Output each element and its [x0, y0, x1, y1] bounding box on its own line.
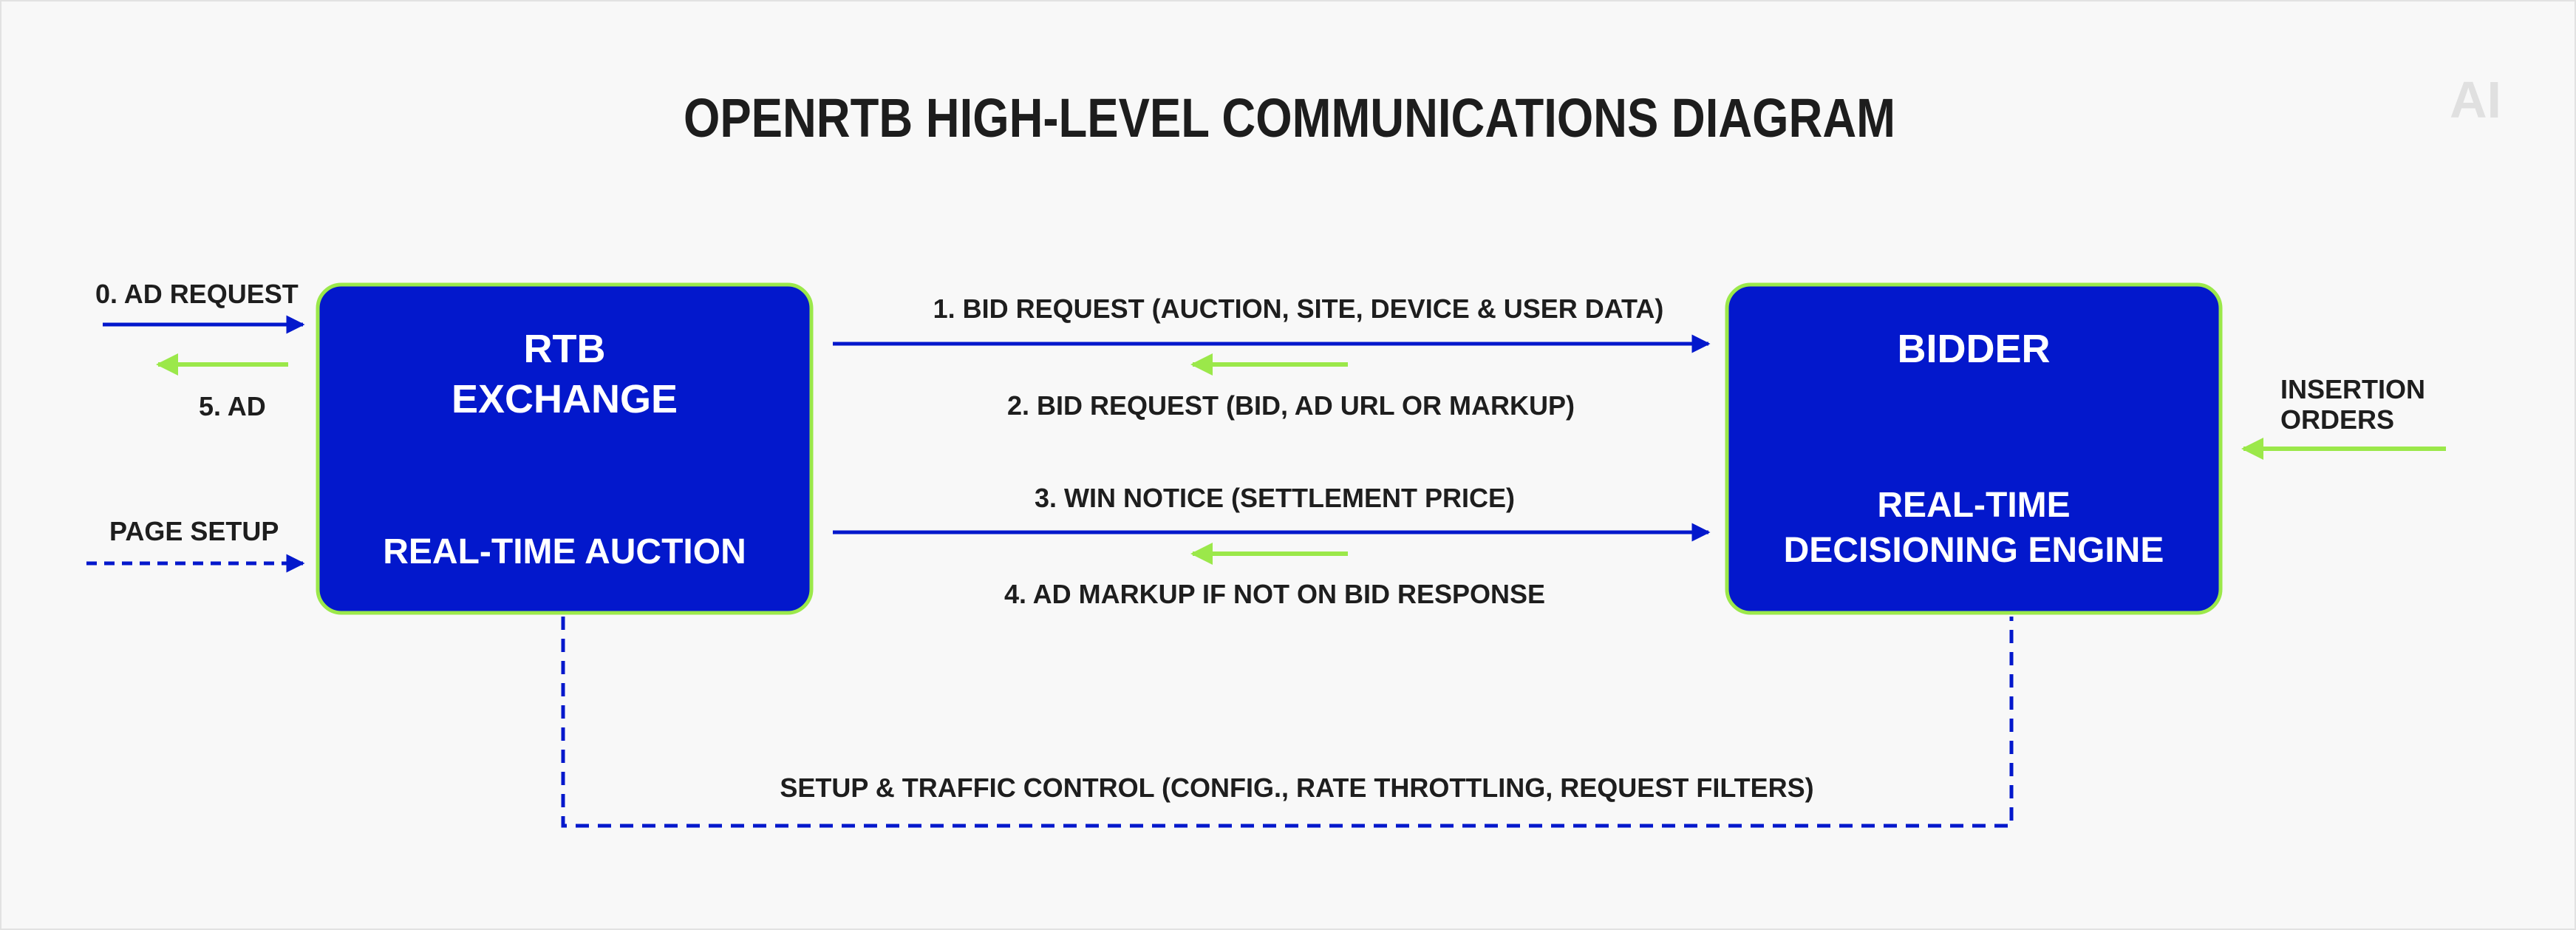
- page-setup-label: PAGE SETUP: [109, 516, 279, 546]
- bidder-subtitle-line2: DECISIONING ENGINE: [1784, 531, 2164, 570]
- exchange-subtitle: REAL-TIME AUCTION: [383, 532, 746, 571]
- setup-traffic-connector: [561, 617, 2014, 828]
- flow-step1-label: 1. BID REQUEST (AUCTION, SITE, DEVICE & …: [933, 293, 1664, 324]
- bidder-rect: [1725, 282, 2223, 615]
- logo-icon: AI: [2450, 71, 2501, 129]
- rtb-exchange-box: RTB EXCHANGE REAL-TIME AUCTION: [316, 282, 814, 615]
- page-title: OPENRTB HIGH-LEVEL COMMUNICATIONS DIAGRA…: [684, 87, 1895, 149]
- setup-traffic-label: SETUP & TRAFFIC CONTROL (CONFIG., RATE T…: [780, 773, 1813, 803]
- insertion-orders-line2: ORDERS: [2280, 404, 2394, 435]
- ad-label: 5. AD: [199, 391, 266, 421]
- insertion-orders-line1: INSERTION: [2280, 374, 2425, 404]
- flow-step2-label: 2. BID REQUEST (BID, AD URL OR MARKUP): [1007, 390, 1575, 421]
- bidder-subtitle-line1: REAL-TIME: [1877, 486, 2070, 525]
- flow-step3-label: 3. WIN NOTICE (SETTLEMENT PRICE): [1035, 483, 1515, 513]
- ad-request-label: 0. AD REQUEST: [95, 279, 299, 309]
- bidder-title: BIDDER: [1897, 327, 2050, 371]
- flow-step4-label: 4. AD MARKUP IF NOT ON BID RESPONSE: [1004, 579, 1545, 609]
- rtb-exchange-rect: [316, 282, 814, 615]
- exchange-title-line2: EXCHANGE: [452, 377, 678, 421]
- exchange-title-line1: RTB: [524, 327, 606, 371]
- bidder-box: BIDDER REAL-TIME DECISIONING ENGINE: [1725, 282, 2223, 615]
